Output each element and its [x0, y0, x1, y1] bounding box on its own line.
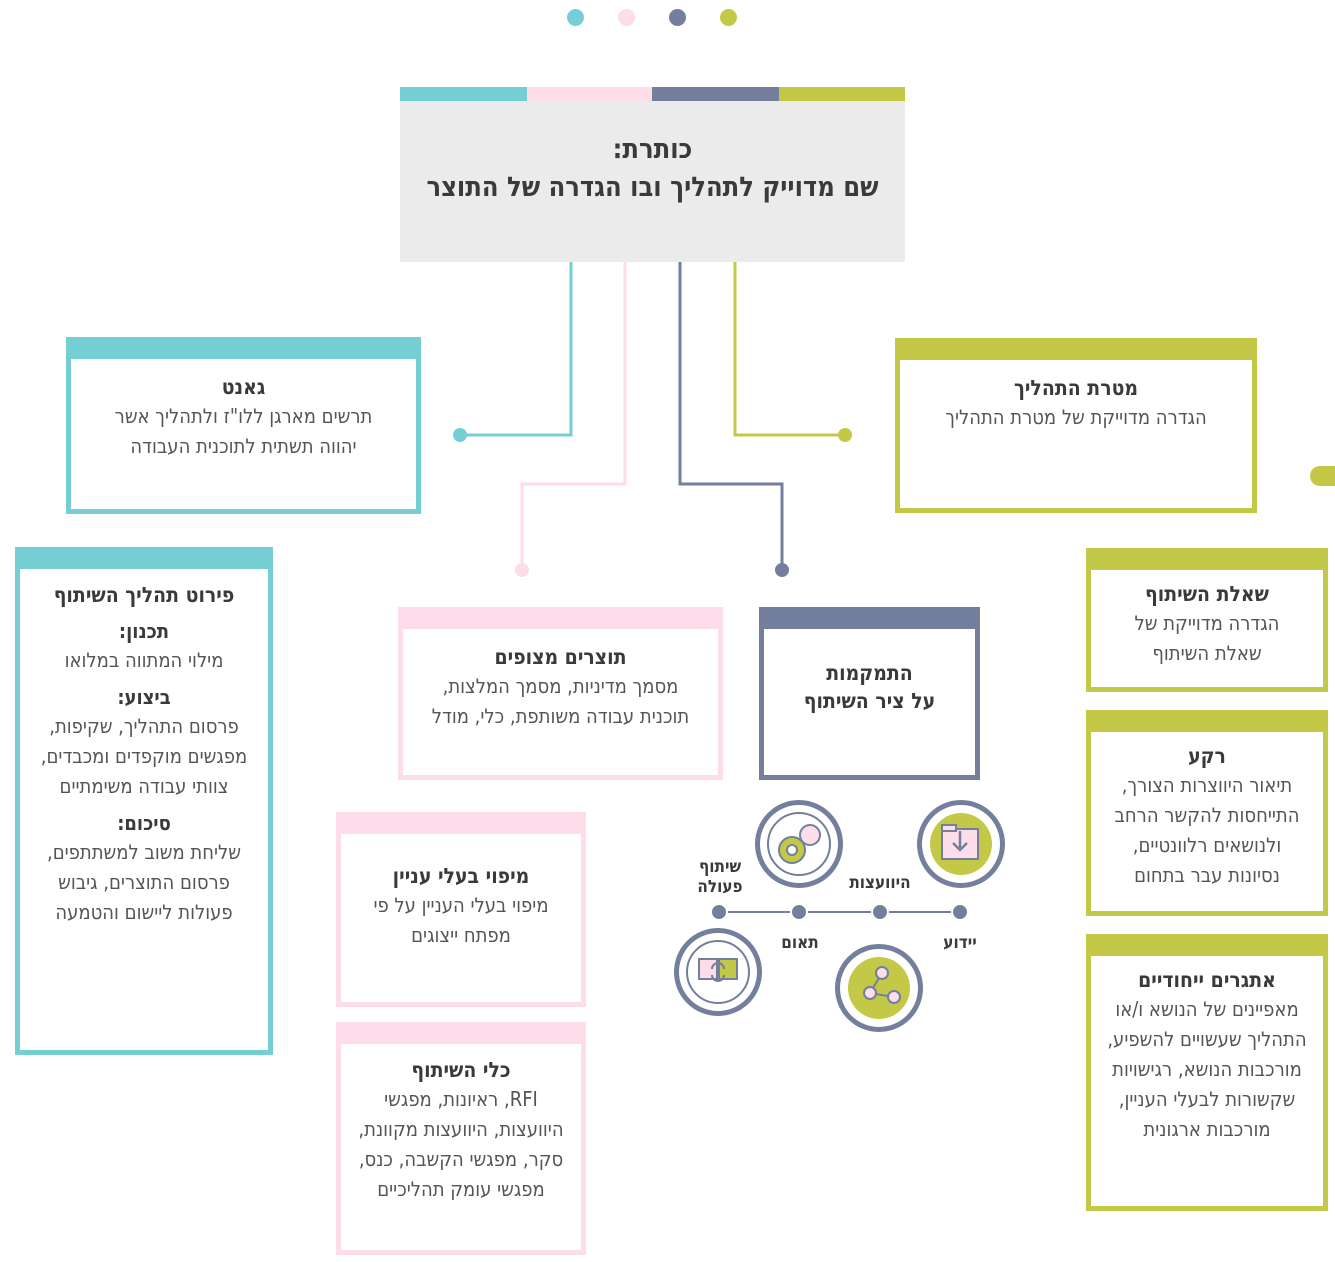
details-heading: פירוט תהליך השיתוף: [53, 583, 235, 607]
outputs-text: מסמך מדיניות, מסמך המלצות, תוכנית עבודה …: [431, 674, 690, 728]
side-tab: [1310, 466, 1335, 486]
question-box: שאלת השיתוף הגדרה מדוייקת של שאלת השיתוף: [1086, 548, 1328, 692]
gantt-heading: גאנט: [221, 375, 266, 399]
stakeholders-heading: מיפוי בעלי עניין: [392, 864, 530, 888]
planning-label: תכנון:: [118, 619, 170, 643]
background-text: תיאור היווצרות הצורך, התייחסות להקשר הרח…: [1114, 773, 1300, 887]
stage-label-collaborate: שיתוף פעולה: [697, 857, 743, 897]
tools-text: RFI, ראיונות, מפגשי היוועצות, היוועצות מ…: [358, 1087, 564, 1201]
page-title: כותרת: שם מדוייק לתהליך ובו הגדרה של התו…: [400, 131, 905, 207]
decor-dot-lime: [720, 9, 737, 26]
positioning-line2: על ציר השיתוף: [803, 689, 936, 713]
gears-icon: [755, 800, 843, 888]
tools-heading: כלי השיתוף: [411, 1058, 511, 1082]
challenges-heading: אתגרים ייחודיים: [1138, 968, 1276, 992]
goal-box: מטרת התהליך הגדרה מדוייקת של מטרת התהליך: [895, 338, 1257, 513]
details-box: פירוט תהליך השיתוף תכנון: מילוי המתווה ב…: [15, 547, 273, 1055]
question-heading: שאלת השיתוף: [1145, 582, 1269, 606]
goal-heading: מטרת התהליך: [1013, 376, 1139, 400]
summary-label: סיכום:: [117, 811, 171, 835]
title-strip-teal: [400, 87, 527, 101]
stakeholders-text: מיפוי בעלי העניין על פי מפתח ייצוגים: [373, 893, 549, 947]
title-strip-lime: [779, 87, 905, 101]
axis-dot-inform: [951, 903, 969, 921]
gantt-box: גאנט תרשים מארגן ללו"ז ולתהליך אשר יהווה…: [66, 337, 421, 514]
challenges-box: אתגרים ייחודיים מאפיינים של הנושא ו/או ה…: [1086, 934, 1328, 1211]
execution-label: ביצוע:: [117, 685, 171, 709]
background-heading: רקע: [1188, 744, 1226, 768]
axis-dot-consult: [871, 903, 889, 921]
title-line1: כותרת:: [612, 134, 693, 165]
decor-dot-navy: [669, 9, 686, 26]
outputs-heading: תוצרים מצופים: [494, 645, 627, 669]
background-box: רקע תיאור היווצרות הצורך, התייחסות להקשר…: [1086, 710, 1328, 916]
positioning-line1: התמקמות: [826, 661, 913, 685]
folder-download-icon: [917, 800, 1005, 888]
stakeholders-box: מיפוי בעלי עניין מיפוי בעלי העניין על פי…: [336, 812, 586, 1007]
stage-label-inform: יידוע: [943, 933, 977, 953]
challenges-text: מאפיינים של הנושא ו/או התהליך שעשויים לה…: [1107, 997, 1307, 1141]
positioning-box: התמקמות על ציר השיתוף: [759, 607, 980, 780]
stage-label-coordinate: תאום: [781, 933, 819, 953]
goal-text: הגדרה מדוייקת של מטרת התהליך: [945, 405, 1207, 429]
gantt-text: תרשים מארגן ללו"ז ולתהליך אשר יהווה תשתי…: [114, 404, 373, 458]
tools-box: כלי השיתוף RFI, ראיונות, מפגשי היוועצות,…: [336, 1022, 586, 1255]
summary-text: שליחת משוב למשתתפים, פרסום התוצרים, גיבו…: [46, 840, 242, 924]
axis-dot-collaborate: [710, 903, 728, 921]
title-line2: שם מדוייק לתהליך ובו הגדרה של התוצר: [426, 172, 879, 203]
title-box: כותרת: שם מדוייק לתהליך ובו הגדרה של התו…: [400, 87, 905, 262]
question-text: הגדרה מדוייקת של שאלת השיתוף: [1134, 611, 1280, 665]
execution-text: פרסום התהליך, שקיפות, מפגשים מוקפדים ומכ…: [40, 714, 248, 798]
stage-label-consult: היוועצות: [849, 873, 911, 893]
outputs-box: תוצרים מצופים מסמך מדיניות, מסמך המלצות,…: [398, 607, 723, 780]
decor-dot-teal: [567, 9, 584, 26]
title-strip-pink: [527, 87, 652, 101]
title-strip-navy: [652, 87, 779, 101]
axis-dot-coordinate: [790, 903, 808, 921]
planning-text: מילוי המתווה במלואו: [64, 648, 224, 672]
decor-dot-pink: [618, 9, 635, 26]
network-icon: [835, 944, 923, 1032]
laptops-exchange-icon: [674, 928, 762, 1016]
